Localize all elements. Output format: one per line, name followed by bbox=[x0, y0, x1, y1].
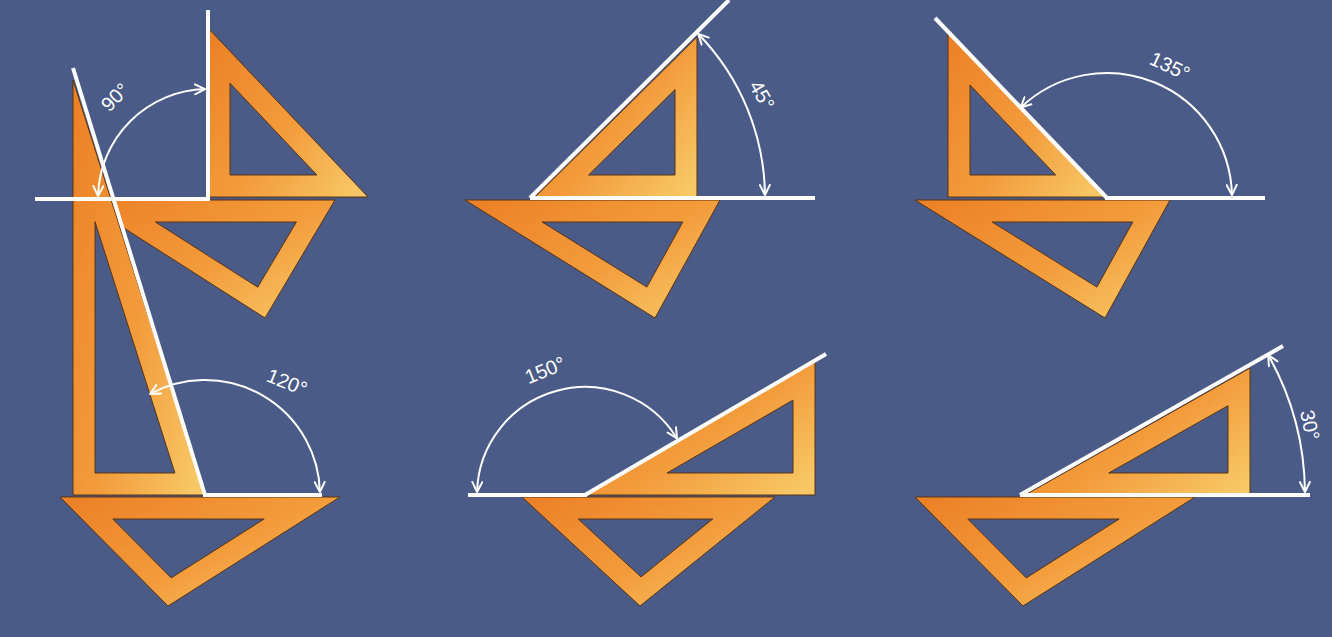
drawn-line bbox=[585, 354, 826, 495]
set-square bbox=[915, 497, 1195, 606]
angle-label: 135° bbox=[1147, 48, 1193, 84]
angle-label: 150° bbox=[522, 353, 568, 387]
set-square bbox=[535, 37, 697, 197]
drawn-line bbox=[530, 0, 729, 198]
set-square bbox=[208, 28, 368, 197]
angle-arc bbox=[1021, 73, 1232, 195]
set-squares bbox=[60, 28, 1250, 606]
white-lines bbox=[35, 0, 1310, 495]
angle-label: 90° bbox=[97, 79, 133, 115]
drawn-line bbox=[1105, 196, 1265, 200]
drawn-line bbox=[935, 18, 1107, 198]
set-square bbox=[60, 497, 340, 606]
set-square bbox=[465, 200, 720, 318]
angle-label: 30° bbox=[1297, 408, 1323, 442]
drawn-line bbox=[468, 493, 587, 497]
drawn-line bbox=[1020, 493, 1310, 497]
angle-arc bbox=[698, 34, 765, 195]
set-square bbox=[915, 200, 1170, 318]
angle-label: 45° bbox=[746, 77, 778, 113]
angle-label: 120° bbox=[264, 365, 310, 399]
angle-arc bbox=[150, 380, 320, 492]
angle-arc bbox=[477, 387, 677, 492]
set-square bbox=[1025, 368, 1250, 495]
drawn-line bbox=[1020, 346, 1283, 495]
angle-arcs bbox=[98, 34, 1305, 492]
drawn-line bbox=[206, 10, 210, 199]
drawn-line bbox=[73, 68, 205, 495]
drawn-line bbox=[203, 493, 322, 497]
drawn-line bbox=[530, 196, 815, 200]
set-square bbox=[522, 497, 775, 606]
drawn-line bbox=[35, 197, 210, 201]
